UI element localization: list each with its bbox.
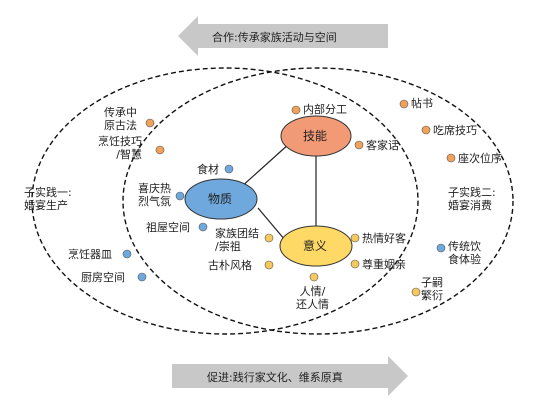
dot-zunzhong-yinqin xyxy=(350,259,360,269)
dot-chuancheng-gufa xyxy=(145,118,155,128)
top-banner-text: 合作:传承家族活动与空间 xyxy=(212,31,337,44)
label-neibu-fengong: 内部分工 xyxy=(303,103,347,116)
practice-two-line2: 婚宴消费 xyxy=(448,199,492,212)
bottom-arrow xyxy=(172,356,408,396)
label-renqing: 人情/ 还人情 xyxy=(296,285,329,311)
label-renqing-1: 人情/ xyxy=(299,285,326,298)
dot-xiqing-qifen xyxy=(175,191,185,201)
label-chuantong-yin-2: 食体验 xyxy=(448,253,481,266)
dot-chixi-jiqiao xyxy=(421,125,431,135)
skill-node-label: 技能 xyxy=(303,129,328,143)
dot-pengren-zhihui xyxy=(155,145,165,155)
label-chuantong-yin: 传统饮 食体验 xyxy=(448,240,481,266)
label-pengren-zhihui-1: 烹饪技巧 xyxy=(98,135,142,148)
practice-two-label: 子实践二: 婚宴消费 xyxy=(448,186,496,212)
label-gupu-fengge: 古朴风格 xyxy=(208,259,252,272)
label-chufang-kongjian: 厨房空间 xyxy=(81,271,125,284)
label-zisi-fanyan: 子嗣 繁衍 xyxy=(421,276,443,302)
label-tiezi: 帖书 xyxy=(411,97,433,110)
meaning-node xyxy=(279,225,353,267)
label-chuancheng-gufa-1: 传承中 xyxy=(104,106,137,119)
dot-renqing xyxy=(309,272,319,282)
dot-zisi-fanyan xyxy=(411,287,421,297)
label-renqing-2: 还人情 xyxy=(296,298,329,311)
practice-one-label: 子实践一: 婚宴生产 xyxy=(24,186,72,212)
dot-gupu-fengge xyxy=(264,260,274,270)
dot-neibu-fengong xyxy=(291,105,301,115)
label-xiqing-qifen: 喜庆热 烈气氛 xyxy=(138,182,171,208)
label-pengren-zhihui: 烹饪技巧 /智慧 xyxy=(98,135,142,161)
meaning-node-label: 意义 xyxy=(303,239,328,253)
label-xiqing-qifen-1: 喜庆热 xyxy=(138,182,171,195)
label-xiqing-qifen-2: 烈气氛 xyxy=(138,195,171,208)
label-chuancheng-gufa-2: 原古法 xyxy=(104,119,137,132)
dot-zuoci-weixu xyxy=(446,153,456,163)
label-jiazu-tuanjie: 家族团结 /崇祖 xyxy=(215,227,259,253)
dot-chufang-kongjian xyxy=(137,272,147,282)
material-node xyxy=(184,178,258,220)
label-jiazu-tuanjie-1: 家族团结 xyxy=(215,227,259,240)
practice-two-line1: 子实践二: xyxy=(448,186,496,199)
connector-skill-material xyxy=(239,142,291,189)
label-chixi-jiqiao: 吃席技巧 xyxy=(433,124,477,137)
label-zisi-fanyan-1: 子嗣 xyxy=(421,276,443,289)
dot-reqing-haoke xyxy=(350,233,360,243)
label-pengren-qimin: 烹饪器皿 xyxy=(68,248,112,261)
label-zisi-fanyan-2: 繁衍 xyxy=(421,289,443,302)
material-node-label: 物质 xyxy=(208,192,233,206)
top-arrow xyxy=(178,16,388,56)
right-practice-ellipse xyxy=(122,67,514,335)
label-pengren-zhihui-2: /智慧 xyxy=(116,148,142,161)
practice-one-line2: 婚宴生产 xyxy=(24,199,68,212)
label-zuwu-kongjian: 祖屋空间 xyxy=(146,221,190,234)
label-chuancheng-gufa: 传承中 原古法 xyxy=(104,106,137,132)
dot-kejiahua xyxy=(354,140,364,150)
connector-material-meaning xyxy=(257,207,286,241)
dot-shicai xyxy=(224,164,234,174)
label-jiazu-tuanjie-2: /崇祖 xyxy=(215,240,241,253)
dot-tiezi xyxy=(399,99,409,109)
label-chuantong-yin-1: 传统饮 xyxy=(448,240,481,253)
bottom-banner-text: 促进:践行家文化、维系原真 xyxy=(207,371,343,384)
skill-node xyxy=(280,115,352,157)
left-practice-ellipse xyxy=(31,67,419,335)
label-zuoci-weixu: 座次位序 xyxy=(458,152,502,165)
dot-jiazu-tuanjie xyxy=(264,233,274,243)
dot-chuantong-yin xyxy=(436,243,446,253)
label-kejiahua: 客家话 xyxy=(366,139,399,152)
label-shicai: 食材 xyxy=(197,163,219,176)
practice-one-line1: 子实践一: xyxy=(24,186,72,199)
label-reqing-haoke: 热情好客 xyxy=(362,232,406,245)
dot-pengren-qimin xyxy=(122,249,132,259)
dot-zuwu-kongjian xyxy=(198,222,208,232)
label-zunzhong-yinqin: 尊重姻亲 xyxy=(362,258,406,271)
